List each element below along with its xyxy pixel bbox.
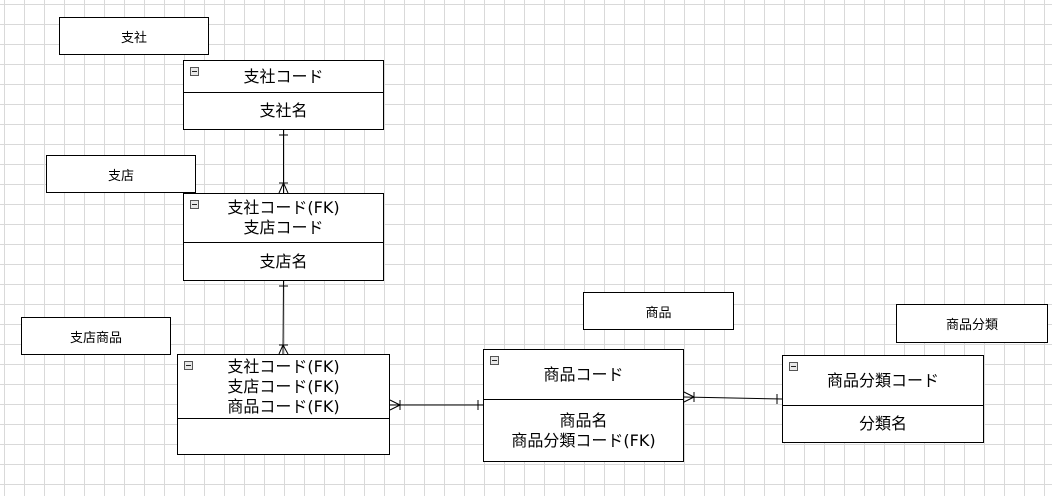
attribute: 商品分類コード (826, 370, 939, 390)
primary-key-section: 商品コード (484, 350, 683, 400)
attribute: 支店名 (259, 251, 308, 271)
attribute: 支社名 (259, 101, 308, 120)
primary-key-section: 支社コード(FK) 支店コード(FK) 商品コード(FK) (178, 355, 389, 419)
entity-shohin[interactable]: 商品コード 商品名 商品分類コード(FK) (483, 349, 684, 462)
attribute: 支社コード (243, 66, 324, 86)
collapse-icon[interactable] (789, 362, 798, 371)
relationship-line-shohin-bunrui-shohin[interactable] (683, 391, 783, 404)
attribute: 商品名 (559, 410, 608, 430)
collapse-icon[interactable] (490, 356, 499, 365)
entity-shiten[interactable]: 支社コード(FK) 支店コード 支店名 (183, 193, 384, 281)
attribute: 支社コード(FK) (227, 198, 340, 217)
entity-label-shohin-bunrui[interactable]: 商品分類 (896, 304, 1048, 343)
attribute-section: 支店名 (184, 243, 383, 280)
attribute: 商品分類コード(FK) (511, 430, 656, 450)
collapse-icon[interactable] (184, 361, 193, 370)
entity-label-shiten[interactable]: 支店 (46, 155, 196, 193)
attribute: 商品コード (543, 364, 624, 384)
attribute: 支店コード (243, 218, 324, 237)
relationship-line-shohin-shiten-shohin[interactable] (389, 399, 483, 411)
primary-key-section: 支社コード (184, 61, 383, 93)
primary-key-section: 支社コード(FK) 支店コード (184, 194, 383, 243)
attribute: 商品コード(FK) (227, 396, 340, 416)
primary-key-section: 商品分類コード (783, 356, 983, 406)
attribute: 分類名 (858, 414, 907, 433)
entity-label-shiten-shohin[interactable]: 支店商品 (21, 317, 171, 355)
relationship-line-shiten-shiten-shohin[interactable] (278, 280, 289, 355)
entity-shohin-bunrui[interactable]: 商品分類コード 分類名 (782, 355, 984, 443)
relationship-line-shisha-shiten[interactable] (278, 130, 289, 194)
entity-label-shohin[interactable]: 商品 (583, 292, 734, 330)
entity-shisha[interactable]: 支社コード 支社名 (183, 60, 384, 130)
entity-shiten-shohin[interactable]: 支社コード(FK) 支店コード(FK) 商品コード(FK) (177, 354, 390, 455)
attribute: 支店コード(FK) (227, 376, 340, 396)
collapse-icon[interactable] (190, 67, 199, 76)
attribute-section: 支社名 (184, 93, 383, 129)
entity-label-shisha[interactable]: 支社 (59, 17, 209, 55)
attribute-section: 分類名 (783, 406, 983, 442)
attribute: 支社コード(FK) (227, 356, 340, 376)
collapse-icon[interactable] (190, 200, 199, 209)
attribute-section: 商品名 商品分類コード(FK) (484, 400, 683, 461)
